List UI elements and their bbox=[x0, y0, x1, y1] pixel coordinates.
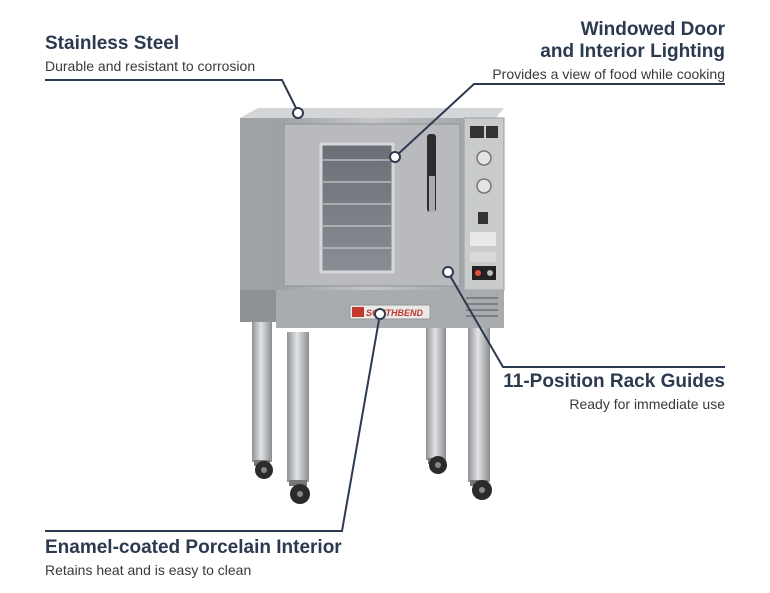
callout-window-title-line1: Windowed Door bbox=[580, 19, 725, 40]
front-left-leg bbox=[287, 332, 309, 482]
back-right-leg bbox=[426, 320, 446, 460]
marker-racks bbox=[442, 266, 454, 278]
leader-markers bbox=[292, 107, 454, 320]
base-vents bbox=[466, 297, 498, 317]
callout-rack-guides: 11-Position Rack Guides Ready for immedi… bbox=[503, 371, 725, 413]
rack-lines bbox=[323, 159, 391, 249]
callout-porcelain-title: Enamel-coated Porcelain Interior bbox=[45, 537, 342, 558]
marker-stainless bbox=[292, 107, 304, 119]
callout-window-title-line2: and Interior Lighting bbox=[540, 41, 725, 62]
callout-stainless-steel: Stainless Steel Durable and resistant to… bbox=[45, 33, 255, 75]
brand-plate bbox=[349, 304, 431, 320]
callout-racks-title: 11-Position Rack Guides bbox=[503, 371, 725, 392]
leader-stainless bbox=[45, 79, 299, 113]
oven-body: SOUTHBEND bbox=[240, 108, 505, 328]
callout-racks-subtitle: Ready for immediate use bbox=[569, 396, 725, 412]
control-knob-2 bbox=[476, 178, 492, 194]
callout-window-subtitle: Provides a view of food while cooking bbox=[492, 66, 725, 82]
callout-porcelain-interior: Enamel-coated Porcelain Interior Retains… bbox=[45, 537, 342, 579]
door-window bbox=[319, 142, 395, 274]
leader-lines bbox=[45, 79, 725, 532]
oven-legs bbox=[252, 320, 490, 482]
back-left-leg bbox=[252, 322, 272, 462]
control-panel bbox=[463, 117, 505, 291]
callout-windowed-door: Windowed Door and Interior Lighting Prov… bbox=[492, 19, 725, 83]
casters bbox=[254, 456, 492, 504]
leader-window bbox=[395, 83, 725, 157]
front-right-leg bbox=[468, 322, 490, 482]
marker-porcelain bbox=[374, 308, 386, 320]
leader-porcelain bbox=[45, 313, 381, 532]
callout-porcelain-subtitle: Retains heat and is easy to clean bbox=[45, 562, 252, 578]
control-knob-1 bbox=[476, 150, 492, 166]
callout-stainless-subtitle: Durable and resistant to corrosion bbox=[45, 58, 256, 74]
leader-racks bbox=[448, 273, 725, 368]
brand-label: SOUTHBEND bbox=[366, 308, 424, 318]
callout-stainless-title: Stainless Steel bbox=[45, 33, 180, 54]
marker-window bbox=[389, 151, 401, 163]
